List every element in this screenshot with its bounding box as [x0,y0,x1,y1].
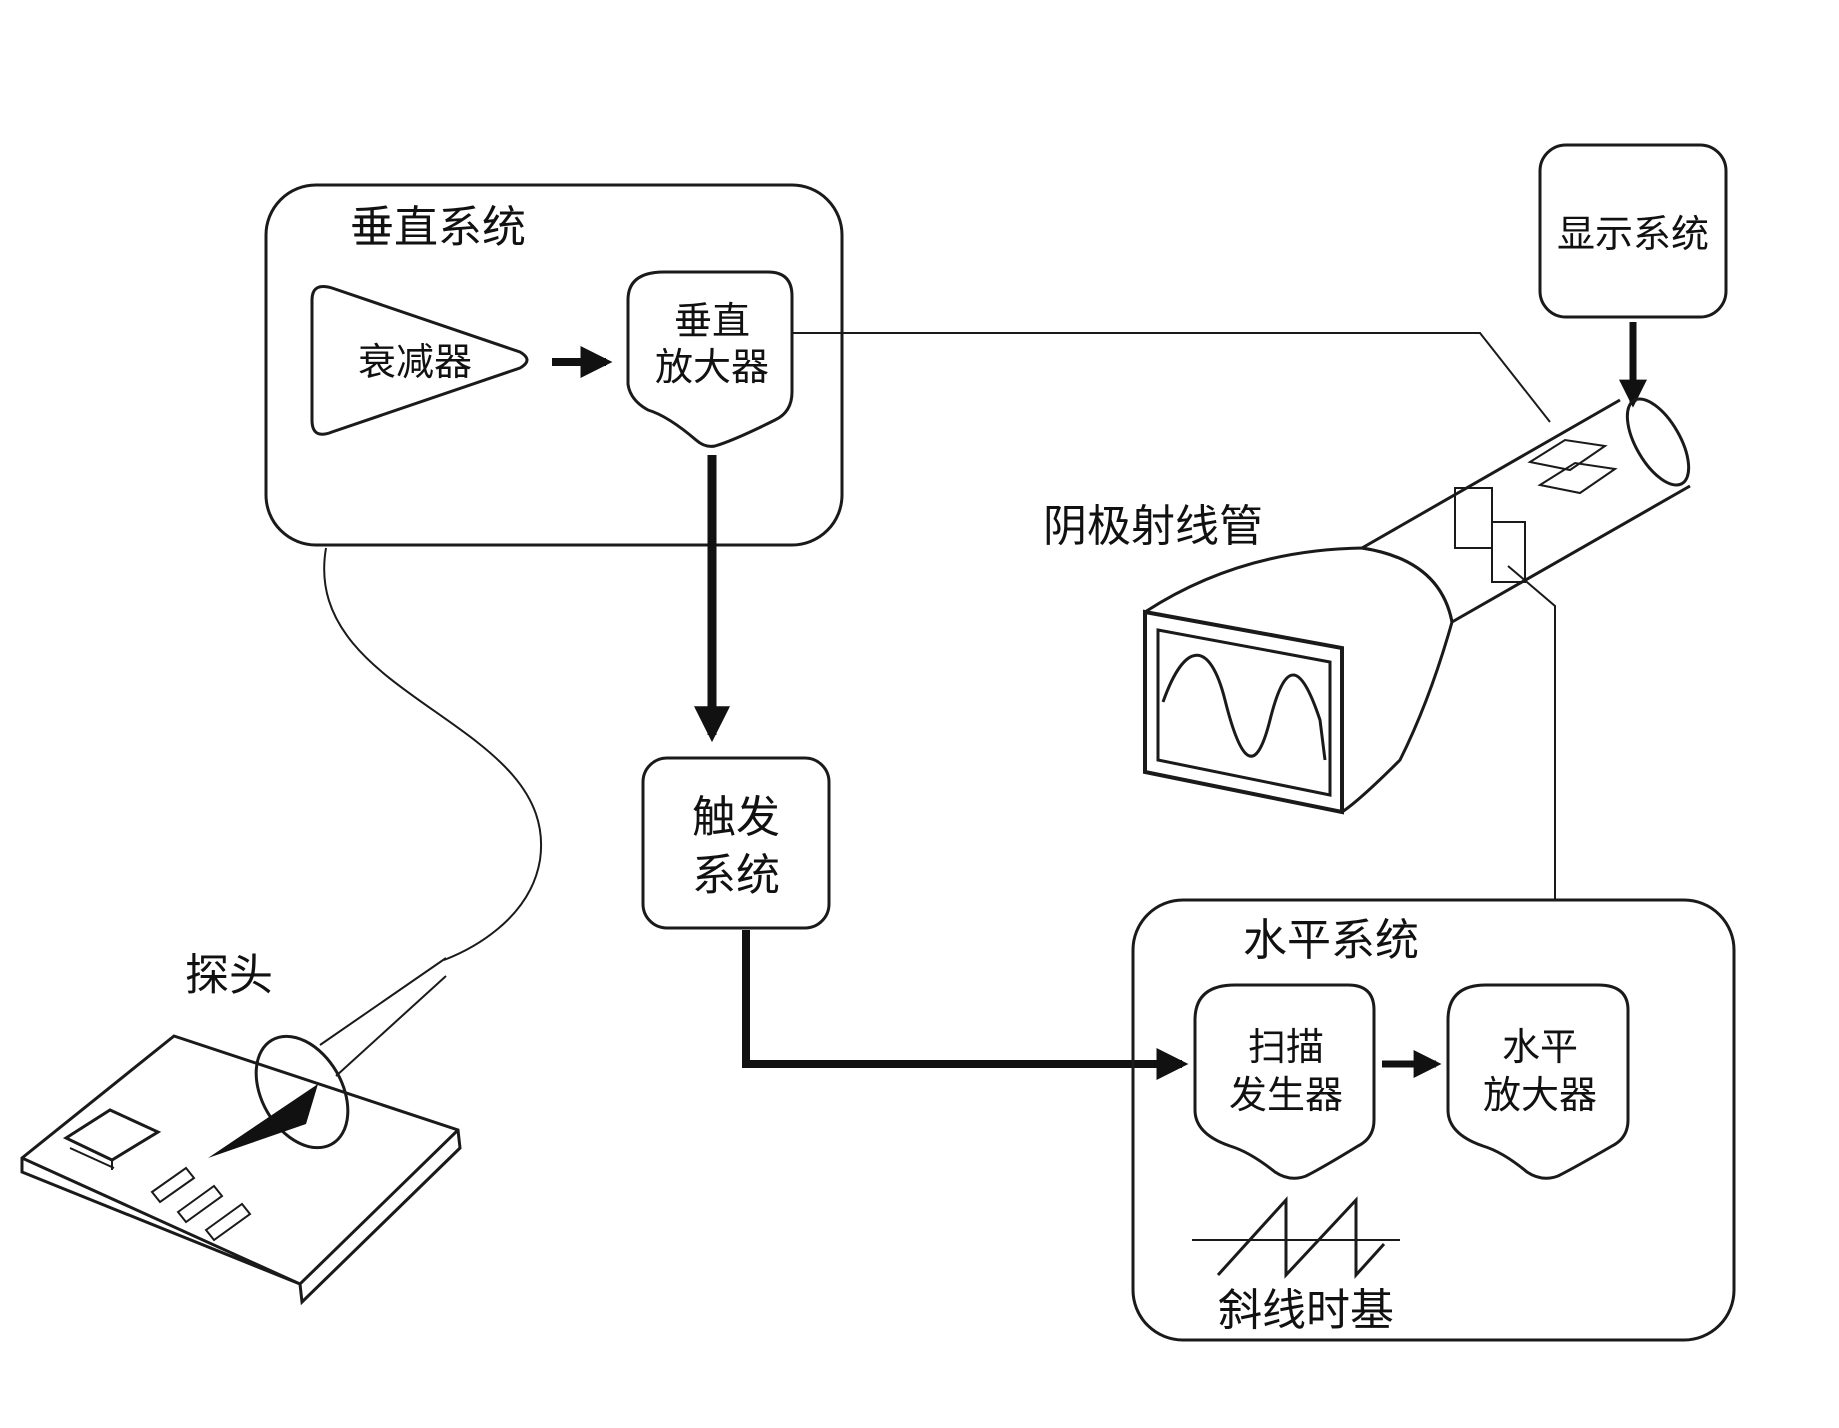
probe-cable [323,547,543,961]
probe-tip [208,1084,318,1158]
crt-neck-join [1361,546,1454,623]
attenuator-shape [310,285,529,436]
crt-waveform [1161,653,1327,761]
trigger-to-sweep-arrow [742,930,1189,1080]
board-component-2 [176,1184,224,1224]
crt-group: 阴极射线管 [1043,397,1691,815]
circuit-board [20,1034,462,1306]
crt-horizontal-plates [1454,487,1526,583]
crt-neck-end [1625,397,1691,487]
trigger-system-label-line2: 系统 [692,850,780,901]
sweep-generator-label-line1: 扫描 [1248,1025,1324,1069]
display-system-group: 显示系统 [1538,143,1728,408]
horizontal-amplifier-label-line1: 水平 [1502,1025,1578,1069]
crt-label: 阴极射线管 [1043,501,1263,552]
vertical-amplifier-shape [626,270,794,448]
trigger-system-label-line1: 触发 [692,792,780,843]
sweep-generator-label-line2: 发生器 [1229,1073,1343,1117]
probe-group: 探头 [20,547,543,1306]
crt-to-horizontal-line [1507,565,1556,900]
crt-screen-frame [1143,609,1344,815]
crt-neck [1361,398,1691,624]
board-chip-pins [69,1147,115,1170]
vertical-amplifier-label-line2: 放大器 [655,345,769,389]
vertical-system-box [264,183,844,547]
board-component-1 [150,1166,196,1204]
attenuator-label: 衰减器 [358,340,472,384]
horizontal-amplifier-label-line2: 放大器 [1483,1073,1597,1117]
ramp-sawtooth [1216,1196,1386,1279]
vertical-system-group: 垂直系统 衰减器 垂直 放大器 [264,183,844,547]
horizontal-system-title: 水平系统 [1243,915,1419,966]
crt-funnel [1144,546,1454,814]
probe-label: 探头 [185,950,273,1001]
display-system-label: 显示系统 [1557,212,1709,256]
board-chip [62,1108,162,1162]
horizontal-system-box [1131,898,1736,1342]
ramp-timebase-label: 斜线时基 [1218,1285,1394,1336]
vertical-amp-to-crt-line [792,332,1551,423]
probe-body-lines [319,957,447,1077]
display-system-box [1538,143,1728,319]
horizontal-system-group: 水平系统 扫描 发生器 水平 放大器 斜线时基 [1131,898,1736,1342]
vertical-amplifier-label-line1: 垂直 [674,299,750,343]
trigger-system-group: 触发 系统 [641,756,831,930]
horizontal-amplifier-shape [1446,983,1630,1180]
sweep-generator-shape [1193,983,1376,1180]
probe-collar [254,1034,350,1150]
crt-screen-inner [1156,628,1332,797]
board-component-3 [204,1202,252,1242]
vertical-system-title: 垂直系统 [350,202,526,253]
trigger-system-box [641,756,831,930]
crt-vertical-plates [1527,438,1618,495]
